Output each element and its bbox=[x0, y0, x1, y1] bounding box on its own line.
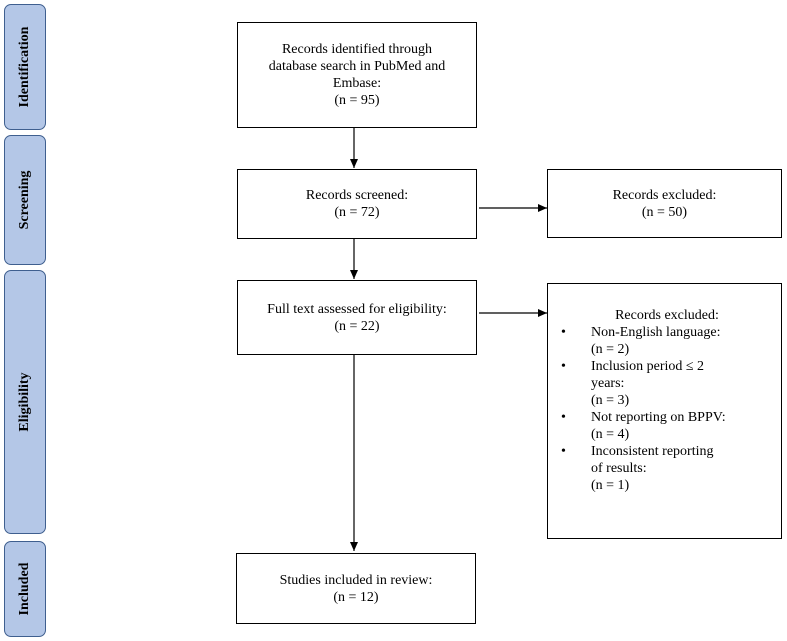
excluded1-title: Records excluded: bbox=[612, 187, 717, 203]
exclusion-reason-label: Non-English language: bbox=[591, 325, 721, 340]
stage-eligibility: Eligibility bbox=[4, 270, 46, 534]
identified-line-1: Records identified through bbox=[281, 42, 433, 57]
exclusion-reason: Not reporting on BPPV: (n = 4) bbox=[557, 409, 777, 443]
exclusion-reason: Inclusion period ≤ 2 years: (n = 3) bbox=[557, 358, 777, 409]
stage-screening: Screening bbox=[4, 135, 46, 265]
exclusion-reason-label: Inclusion period ≤ 2 bbox=[591, 359, 705, 374]
fulltext-title: Full text assessed for eligibility: bbox=[267, 301, 447, 317]
box-studies-included: Studies included in review: (n = 12) bbox=[236, 553, 476, 624]
exclusion-reason-label-cont: of results: bbox=[591, 461, 647, 476]
identified-line-2: database search in PubMed and bbox=[268, 59, 446, 74]
box-records-identified: Records identified through database sear… bbox=[237, 22, 477, 128]
fulltext-count: (n = 22) bbox=[334, 318, 380, 334]
included-count: (n = 12) bbox=[333, 589, 379, 605]
exclusion-reason-count: (n = 1) bbox=[591, 478, 630, 493]
exclusion-reason-count: (n = 4) bbox=[591, 427, 630, 442]
identified-line-4: (n = 95) bbox=[334, 93, 380, 108]
exclusion-reason: Inconsistent reporting of results: (n = … bbox=[557, 443, 777, 494]
identified-line-3: Embase: bbox=[332, 76, 382, 91]
exclusion-reason-count: (n = 3) bbox=[591, 393, 630, 408]
exclusion-reason-label-cont: years: bbox=[591, 376, 625, 391]
included-title: Studies included in review: bbox=[279, 572, 433, 588]
excluded2-list: Records excluded: Non-English language: … bbox=[557, 307, 777, 494]
exclusion-reason-count: (n = 2) bbox=[591, 342, 630, 357]
stage-identification: Identification bbox=[4, 4, 46, 130]
exclusion-reason-label: Inconsistent reporting bbox=[591, 444, 714, 459]
exclusion-reason-label: Not reporting on BPPV: bbox=[591, 410, 726, 425]
exclusion-reason: Non-English language: (n = 2) bbox=[557, 324, 777, 358]
box-fulltext-assessed: Full text assessed for eligibility: (n =… bbox=[237, 280, 477, 355]
excluded2-title: Records excluded: bbox=[615, 308, 719, 323]
stage-included: Included bbox=[4, 541, 46, 637]
box-records-screened: Records screened: (n = 72) bbox=[237, 169, 477, 239]
box-records-excluded-screening: Records excluded: (n = 50) bbox=[547, 169, 782, 238]
excluded1-count: (n = 50) bbox=[641, 204, 688, 220]
screened-count: (n = 72) bbox=[334, 205, 380, 220]
screened-title: Records screened: bbox=[305, 188, 409, 203]
